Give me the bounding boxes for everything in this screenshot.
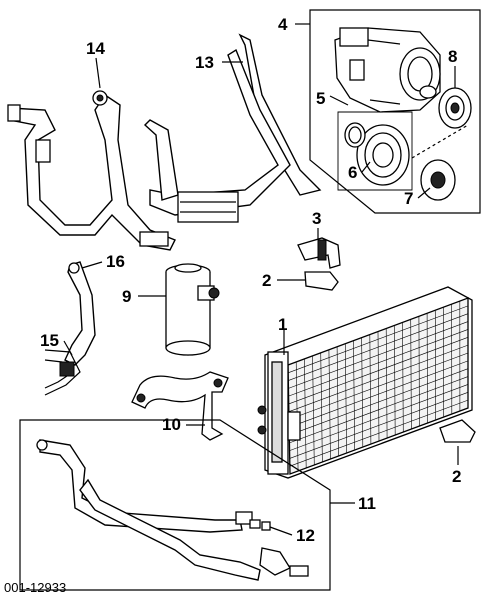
callout-14: 14 xyxy=(86,39,105,58)
leader-lines xyxy=(63,23,459,536)
callout-12: 12 xyxy=(296,526,315,545)
clutch-plate xyxy=(420,159,456,201)
callout-15: 15 xyxy=(40,331,59,350)
callout-8: 8 xyxy=(448,47,457,66)
condenser-isolator-upper xyxy=(304,271,339,291)
callout-1: 1 xyxy=(278,315,287,334)
orifice-tube xyxy=(249,519,271,531)
callout-13: 13 xyxy=(195,53,214,72)
condenser-bracket-upper xyxy=(297,237,341,269)
clutch-coil xyxy=(356,124,410,186)
callout-3: 3 xyxy=(312,209,321,228)
condenser xyxy=(257,286,473,479)
callout-2-upper: 2 xyxy=(262,271,271,290)
callout-4: 4 xyxy=(278,15,288,34)
condenser-fins xyxy=(288,301,469,472)
accumulator-bracket xyxy=(131,371,229,441)
callout-11: 11 xyxy=(358,494,376,513)
snap-ring xyxy=(344,122,366,148)
callout-16: 16 xyxy=(106,252,125,271)
figure-code: 001-12933 xyxy=(4,580,66,595)
suction-discharge-hose-assembly xyxy=(143,33,322,223)
callout-10: 10 xyxy=(162,415,181,434)
refrigerant-line-inset-border xyxy=(19,419,331,591)
condenser-isolator-lower xyxy=(439,419,476,443)
accumulator-drier xyxy=(165,263,220,356)
refrigerant-line xyxy=(36,439,309,581)
callout-9: 9 xyxy=(122,287,131,306)
liquid-line-hose xyxy=(7,90,176,251)
callout-7: 7 xyxy=(404,189,413,208)
orifice-tube-line xyxy=(44,261,96,396)
callout-6: 6 xyxy=(348,163,357,182)
callout-5: 5 xyxy=(316,89,325,108)
compressor xyxy=(334,27,441,113)
compressor-inset-border xyxy=(309,9,481,214)
clutch-pulley xyxy=(438,87,472,129)
callout-2-lower: 2 xyxy=(452,467,461,486)
